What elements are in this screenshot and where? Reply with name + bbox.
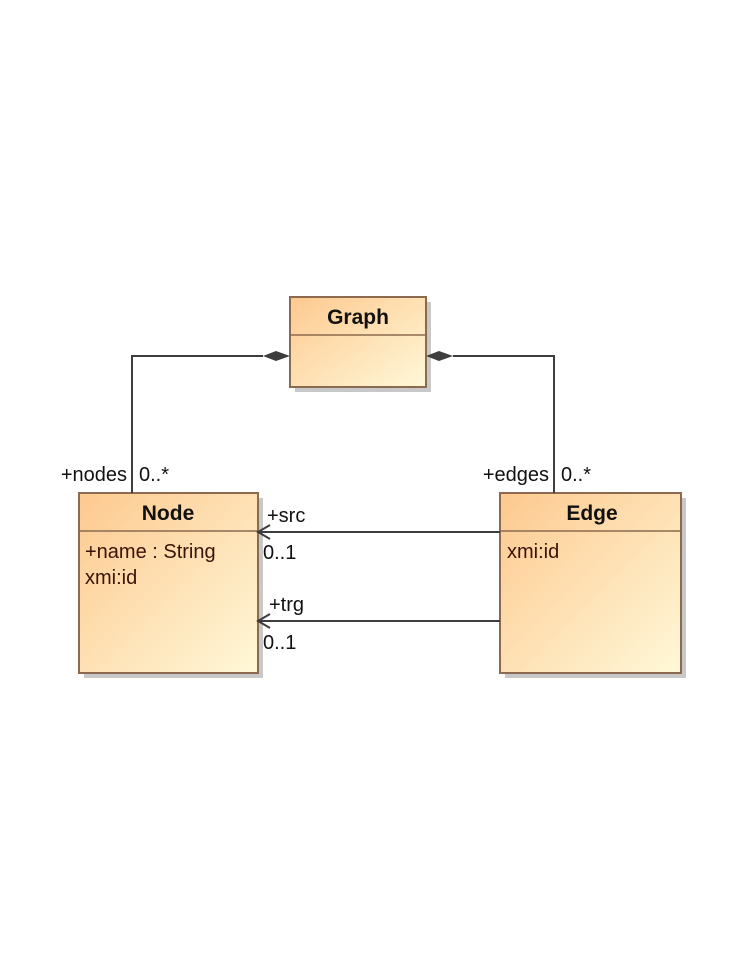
- class-graph-box: [289, 296, 427, 388]
- association-graph-nodes[interactable]: +nodes 0..*: [61, 351, 290, 493]
- class-graph[interactable]: Graph: [289, 296, 431, 392]
- association-graph-edges-line: [453, 355, 555, 493]
- association-graph-edges[interactable]: +edges 0..*: [426, 351, 591, 493]
- open-arrow-head-icon: [256, 524, 271, 540]
- class-edge-box: [499, 492, 682, 674]
- association-edge-src-role: +src: [267, 505, 305, 527]
- composition-diamond-icon: [426, 351, 453, 361]
- class-node-attribute-id: xmi:id: [85, 567, 137, 589]
- class-node-box: [78, 492, 259, 674]
- class-node-name: Node: [142, 502, 195, 525]
- association-edge-trg-role: +trg: [269, 594, 304, 616]
- class-edge[interactable]: Edge xmi:id: [499, 492, 686, 678]
- class-edge-attribute-id: xmi:id: [507, 541, 559, 563]
- association-edge-trg[interactable]: +trg 0..1: [256, 594, 500, 654]
- association-edge-trg-multiplicity: 0..1: [263, 632, 296, 654]
- class-graph-name: Graph: [327, 306, 389, 329]
- association-graph-edges-role: +edges: [483, 464, 549, 486]
- class-node[interactable]: Node +name : String xmi:id: [78, 492, 263, 678]
- association-edge-src[interactable]: +src 0..1: [256, 505, 500, 564]
- class-node-attribute-name: +name : String: [85, 541, 216, 563]
- composition-diamond-icon: [263, 351, 290, 361]
- association-graph-nodes-role: +nodes: [61, 464, 127, 486]
- association-graph-nodes-line: [131, 355, 263, 493]
- class-edge-name: Edge: [566, 502, 617, 525]
- association-graph-edges-multiplicity: 0..*: [561, 464, 591, 486]
- open-arrow-head-icon: [256, 613, 271, 629]
- association-edge-src-multiplicity: 0..1: [263, 542, 296, 564]
- association-graph-nodes-multiplicity: 0..*: [139, 464, 169, 486]
